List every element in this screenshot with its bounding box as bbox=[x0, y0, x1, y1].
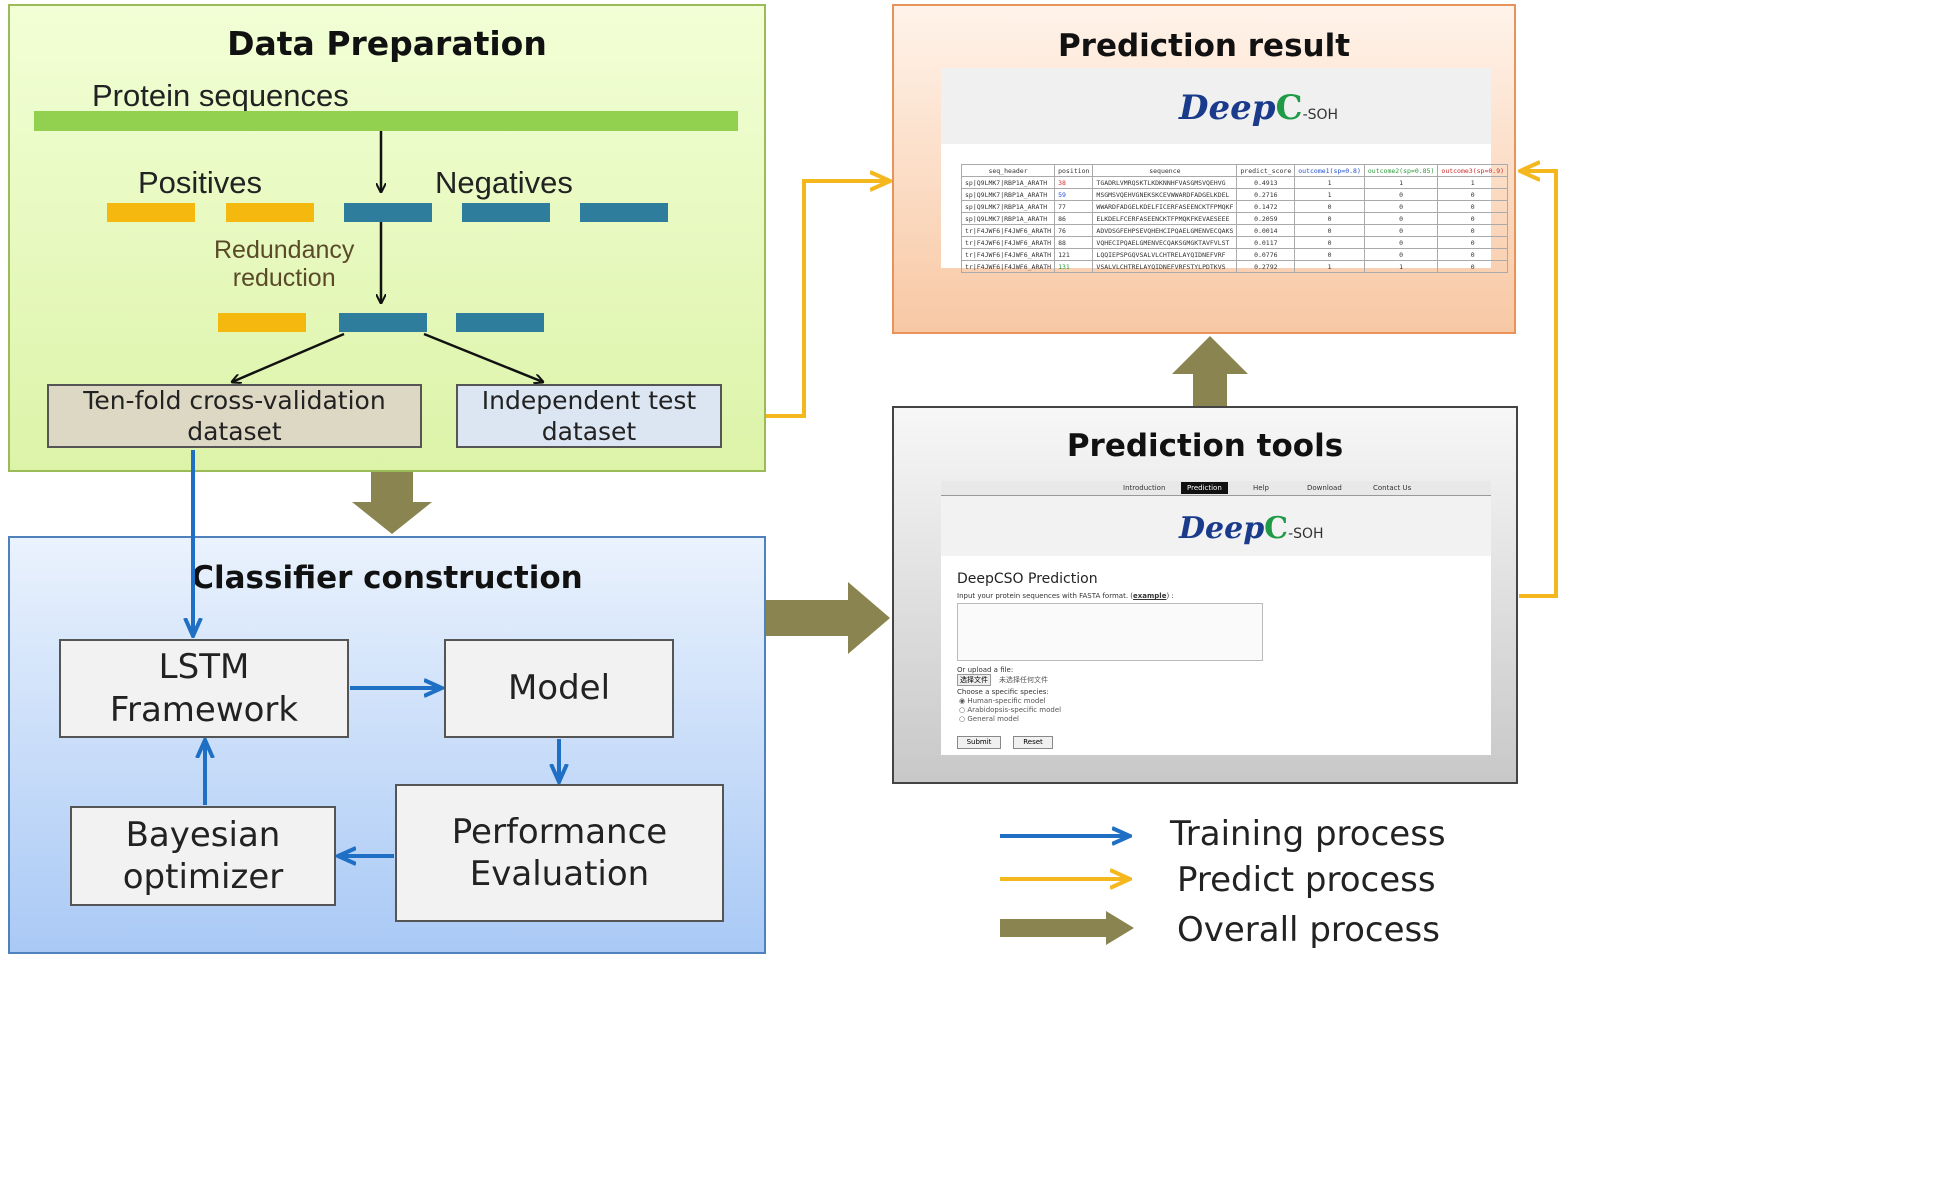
independent-dataset-box: Independent test dataset bbox=[456, 384, 722, 448]
legend-overall-arrow bbox=[1000, 911, 1134, 945]
result-table-cell: 1 bbox=[1294, 260, 1365, 273]
species-label: Choose a specific species: bbox=[957, 688, 1049, 696]
data-preparation-title: Data Preparation bbox=[227, 24, 547, 63]
overall-arrow-down-1 bbox=[352, 472, 432, 534]
result-logo-c-icon: C bbox=[1275, 88, 1303, 128]
radio-icon[interactable]: ○ bbox=[959, 706, 968, 714]
tools-nav-item[interactable]: Introduction bbox=[1123, 484, 1166, 492]
result-table-cell: 131 bbox=[1054, 260, 1094, 273]
predict-arrow-tools-to-result bbox=[1519, 171, 1558, 598]
result-deepcso-logo: DeepC-SOH bbox=[1179, 88, 1338, 128]
protein-sequence-bar bbox=[34, 111, 738, 131]
species-option-label: Human-specific model bbox=[967, 697, 1046, 705]
protein-sequences-label: Protein sequences bbox=[92, 78, 349, 113]
model-box: Model bbox=[444, 639, 674, 738]
tools-nav-item[interactable]: Help bbox=[1253, 484, 1269, 492]
bayesian-optimizer-label: Bayesian optimizer bbox=[122, 814, 284, 898]
tools-input-prompt-end: ) : bbox=[1166, 592, 1174, 600]
classifier-construction-title: Classifier construction bbox=[191, 560, 583, 596]
arrow-to-independent bbox=[423, 332, 543, 382]
model-label: Model bbox=[507, 668, 611, 709]
prediction-tools-screenshot: Introduction Prediction Help Download Contac… bbox=[941, 481, 1491, 755]
result-table-cell: 0 bbox=[1437, 260, 1509, 273]
radio-icon[interactable]: ○ bbox=[959, 715, 968, 723]
tools-logo-suffix: -SOH bbox=[1288, 526, 1324, 542]
performance-evaluation-label: Performance Evaluation bbox=[451, 811, 668, 895]
negative-bar-reduced bbox=[339, 313, 427, 332]
negative-bar bbox=[344, 203, 432, 222]
species-option-label: General model bbox=[967, 715, 1019, 723]
tools-nav-item[interactable]: Contact Us bbox=[1373, 484, 1412, 492]
species-option[interactable]: ○ Arabidopsis-specific model bbox=[959, 706, 1061, 714]
overall-arrow-up bbox=[1172, 336, 1248, 406]
choose-file-button[interactable]: 选择文件 bbox=[957, 674, 991, 686]
lstm-framework-label: LSTM Framework bbox=[109, 647, 299, 730]
arrow-to-tenfold bbox=[232, 332, 345, 382]
legend-overall-label: Overall process bbox=[1177, 910, 1440, 950]
tools-input-prompt-text: Input your protein sequences with FASTA … bbox=[957, 592, 1134, 600]
redundancy-reduction-label: Redundancy reduction bbox=[214, 236, 355, 292]
predict-arrow-test-to-result bbox=[766, 181, 888, 418]
tenfold-dataset-box: Ten-fold cross-validation dataset bbox=[47, 384, 422, 448]
upload-label: Or upload a file: bbox=[957, 666, 1014, 674]
negatives-label: Negatives bbox=[435, 165, 573, 200]
bayesian-optimizer-box: Bayesian optimizer bbox=[70, 806, 336, 906]
performance-evaluation-box: Performance Evaluation bbox=[395, 784, 724, 922]
tools-nav-item[interactable]: Download bbox=[1307, 484, 1342, 492]
tools-logo-c-icon: C bbox=[1264, 511, 1289, 546]
result-table-cell: 1 bbox=[1363, 260, 1439, 273]
positive-bar bbox=[226, 203, 314, 222]
result-logo-suffix: -SOH bbox=[1302, 107, 1339, 123]
reset-button[interactable]: Reset bbox=[1013, 736, 1053, 749]
result-table-cell: VSALVLCHTRELAYQIDNEFVRFSTYLPDTKVS bbox=[1092, 260, 1238, 273]
negative-bar bbox=[580, 203, 668, 222]
sequence-textarea[interactable] bbox=[957, 603, 1263, 661]
result-header-area bbox=[941, 68, 1491, 144]
tools-heading: DeepCSO Prediction bbox=[957, 571, 1098, 587]
example-link[interactable]: example bbox=[1133, 592, 1167, 600]
no-file-label: 未选择任何文件 bbox=[999, 676, 1048, 684]
legend-training-label: Training process bbox=[1170, 814, 1446, 854]
species-option[interactable]: ◉ Human-specific model bbox=[959, 697, 1046, 705]
result-table-cell: 0.2792 bbox=[1236, 260, 1296, 273]
tools-logo-text: Deep bbox=[1179, 511, 1265, 546]
positive-bar bbox=[107, 203, 195, 222]
radio-icon[interactable]: ◉ bbox=[959, 697, 968, 705]
tools-input-prompt: Input your protein sequences with FASTA … bbox=[957, 592, 1174, 600]
submit-button[interactable]: Submit bbox=[957, 736, 1001, 749]
tools-header-area bbox=[941, 496, 1491, 556]
positives-label: Positives bbox=[138, 165, 263, 200]
legend-predict-label: Predict process bbox=[1177, 860, 1436, 900]
tenfold-dataset-label: Ten-fold cross-validation dataset bbox=[83, 385, 386, 446]
prediction-result-title: Prediction result bbox=[1057, 28, 1351, 64]
negative-bar bbox=[462, 203, 550, 222]
independent-dataset-label: Independent test dataset bbox=[481, 385, 697, 446]
result-table-header: predict_score bbox=[1236, 164, 1296, 177]
prediction-tools-title: Prediction tools bbox=[1066, 428, 1344, 464]
species-option[interactable]: ○ General model bbox=[959, 715, 1019, 723]
lstm-framework-box: LSTM Framework bbox=[59, 639, 349, 738]
tools-nav-item[interactable]: Prediction bbox=[1181, 482, 1228, 494]
species-option-label: Arabidopsis-specific model bbox=[967, 706, 1062, 714]
result-logo-text: Deep bbox=[1179, 88, 1276, 128]
negative-bar-reduced bbox=[456, 313, 544, 332]
tools-deepcso-logo: DeepC-SOH bbox=[1179, 511, 1324, 546]
positive-bar-reduced bbox=[218, 313, 306, 332]
overall-arrow-right bbox=[766, 582, 890, 654]
result-table-header: sequence bbox=[1092, 164, 1238, 177]
